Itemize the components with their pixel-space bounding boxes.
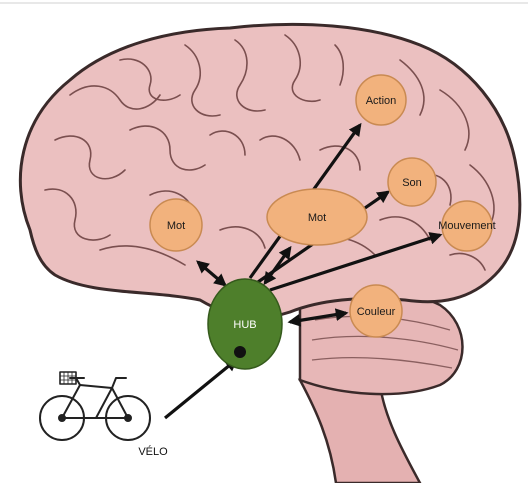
node-action: Action [355, 74, 407, 126]
node-son: Son [387, 157, 437, 207]
brain-stem [297, 378, 422, 483]
node-mot-center-label: Mot [308, 212, 326, 224]
arrow-velo-hub [163, 358, 238, 420]
bicycle-icon [39, 371, 151, 441]
input-label-velo: VÉLO [138, 445, 168, 458]
node-couleur: Couleur [349, 284, 403, 338]
arrow-hub-couleur [287, 308, 349, 327]
hub-input-dot [234, 346, 246, 358]
node-mouvement-label: Mouvement [438, 220, 495, 232]
node-mot-center: Mot [266, 188, 368, 246]
node-mouvement: Mouvement [438, 200, 496, 252]
node-son-label: Son [402, 177, 422, 189]
arrow-hub-mot-center [263, 245, 292, 286]
node-action-label: Action [366, 95, 397, 107]
hub-node: HUB [207, 278, 283, 370]
arrow-hub-mot-left [196, 260, 227, 287]
node-mot-left-label: Mot [167, 220, 185, 232]
arrow-hub-mouvement [269, 232, 443, 292]
hub-label: HUB [233, 319, 256, 331]
node-couleur-label: Couleur [357, 306, 396, 318]
node-mot-left: Mot [149, 198, 203, 252]
